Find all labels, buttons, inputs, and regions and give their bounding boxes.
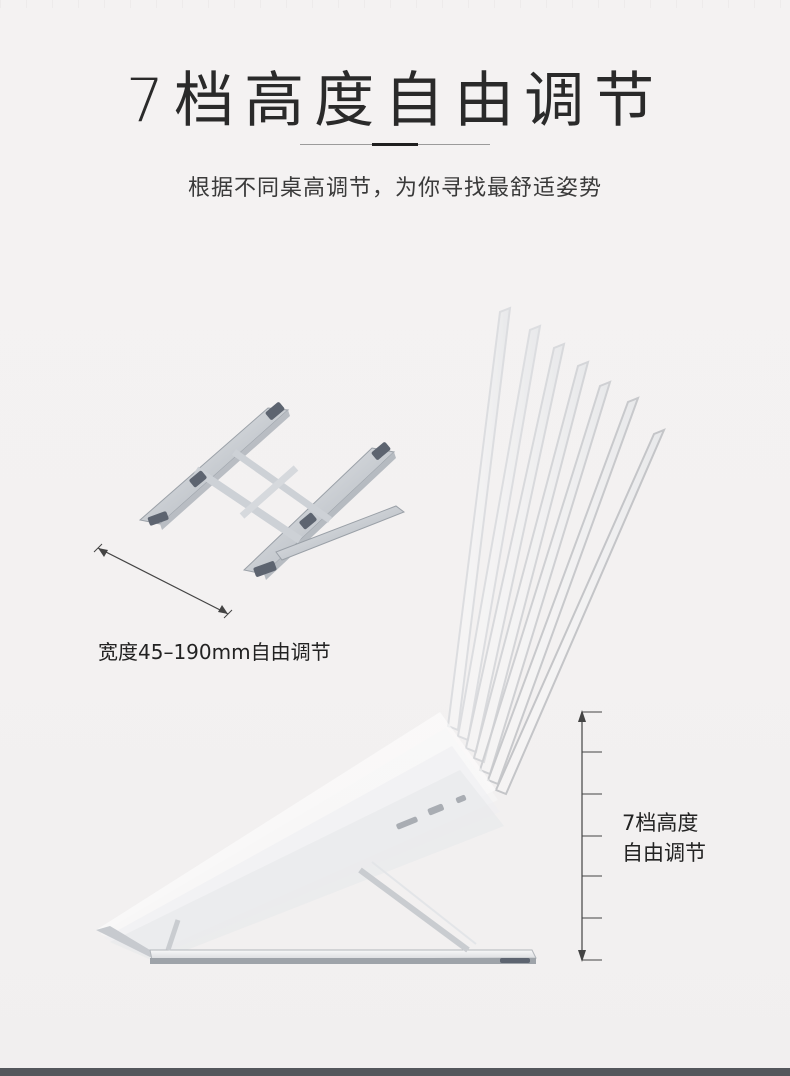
title-divider-accent	[372, 143, 418, 146]
page-subtitle: 根据不同桌高调节，为你寻找最舒适姿势	[187, 176, 602, 201]
page-title: 7档高度自由调节	[125, 66, 665, 136]
pad-icon	[371, 442, 391, 460]
height-caption: 7档高度 自由调节	[622, 808, 706, 868]
large-stand	[96, 861, 537, 964]
top-border-pattern	[0, 0, 790, 8]
pad-icon	[189, 470, 207, 488]
port-icon	[427, 803, 444, 816]
port-icon	[396, 816, 418, 830]
width-caption: 宽度45–190mm自由调节	[98, 640, 331, 664]
pad-icon	[147, 511, 169, 526]
height-caption-line1: 7档高度	[622, 811, 699, 835]
stand-foot-icon	[500, 958, 530, 963]
laptop-body	[96, 712, 504, 962]
height-caption-line2: 自由调节	[622, 841, 706, 865]
port-icon	[455, 794, 467, 804]
bottom-bar	[0, 1068, 790, 1076]
mini-stand	[138, 402, 406, 580]
laptop-screens	[446, 306, 666, 796]
width-arrow	[93, 543, 233, 619]
pad-icon	[253, 561, 277, 577]
pad-icon	[265, 402, 285, 420]
height-ruler	[578, 710, 602, 962]
pad-icon	[299, 512, 317, 530]
